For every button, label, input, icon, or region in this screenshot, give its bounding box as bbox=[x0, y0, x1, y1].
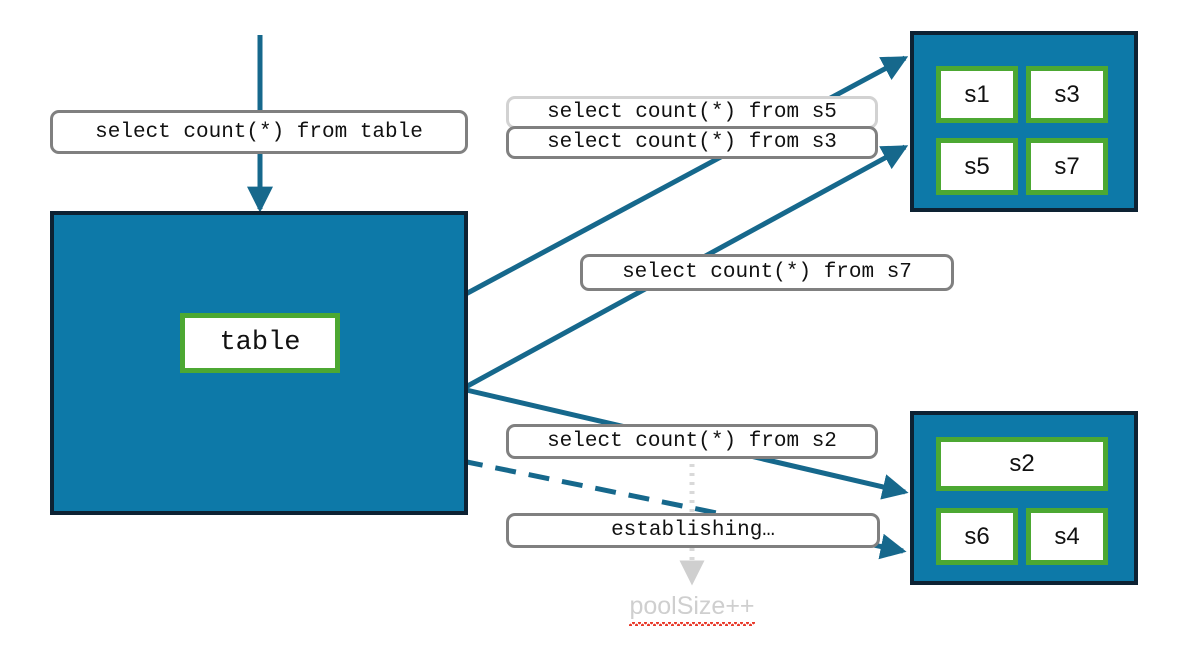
label-query-s5[interactable]: select count(*) from s5 bbox=[506, 96, 878, 129]
node-s2[interactable]: s2 bbox=[936, 437, 1108, 491]
node-table[interactable]: table bbox=[180, 313, 340, 373]
label-query-s2[interactable]: select count(*) from s2 bbox=[506, 424, 878, 459]
node-s5[interactable]: s5 bbox=[936, 138, 1018, 195]
annotation-poolsize-text: poolSize++ bbox=[629, 592, 755, 626]
node-s3[interactable]: s3 bbox=[1026, 66, 1108, 123]
node-s1[interactable]: s1 bbox=[936, 66, 1018, 123]
label-query-s7[interactable]: select count(*) from s7 bbox=[580, 254, 954, 291]
node-s7[interactable]: s7 bbox=[1026, 138, 1108, 195]
node-s4[interactable]: s4 bbox=[1026, 508, 1108, 565]
label-main-query[interactable]: select count(*) from table bbox=[50, 110, 468, 154]
label-query-s3[interactable]: select count(*) from s3 bbox=[506, 126, 878, 159]
label-establishing[interactable]: establishing… bbox=[506, 513, 880, 548]
annotation-poolsize: poolSize++ bbox=[592, 592, 792, 626]
node-s6[interactable]: s6 bbox=[936, 508, 1018, 565]
